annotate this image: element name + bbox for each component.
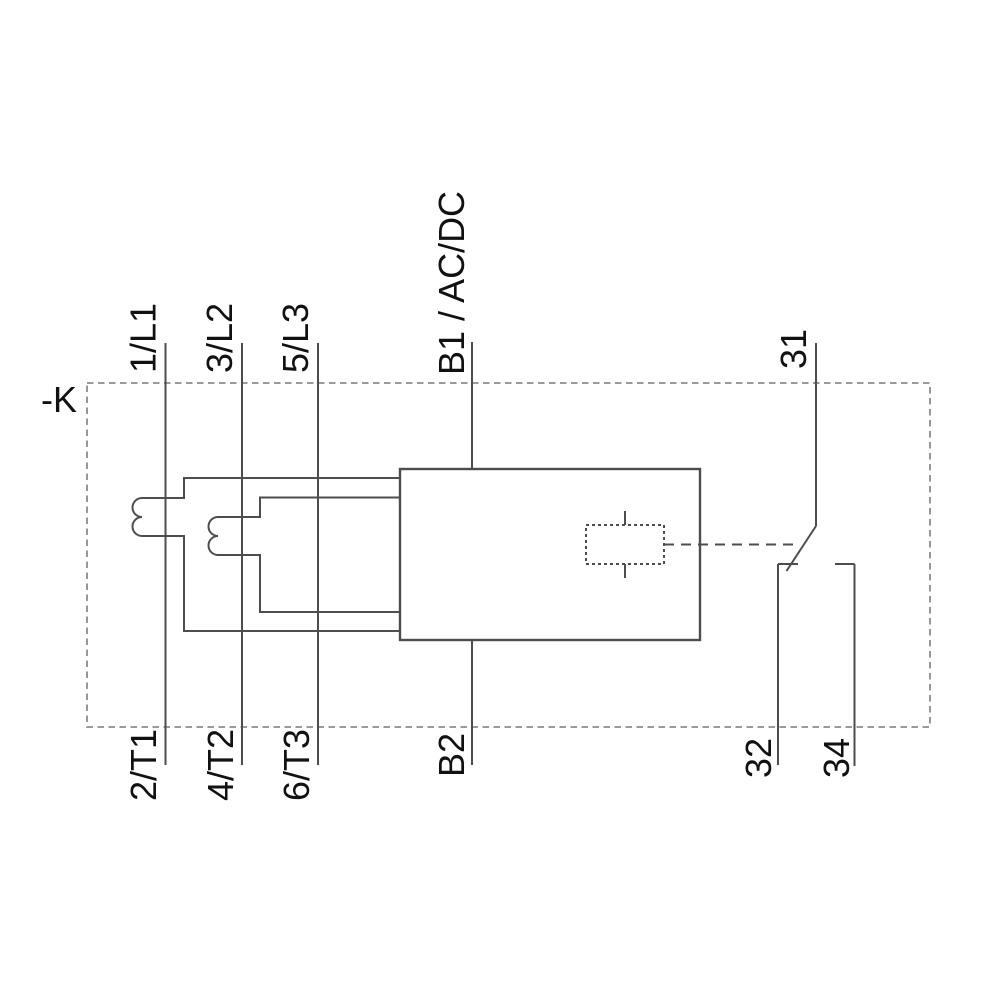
terminal-label-5l3: 5/L3 [275,303,316,373]
terminal-label-31: 31 [773,329,814,369]
aux-contact [777,343,856,766]
terminal-label-32: 32 [738,738,779,778]
terminal-label-1l1: 1/L1 [123,303,164,373]
current-sensor-loop-l1 [131,477,400,632]
relay-coil-dotted-box [585,524,665,565]
relay-body [398,467,702,642]
labels: -K 1/L1 3/L2 5/L3 B1 / AC/DC 31 2/T1 4/T… [41,191,857,801]
terminal-label-b1: B1 / AC/DC [431,191,472,375]
terminal-label-34: 34 [816,738,857,778]
terminal-label-b2: B2 [431,733,472,777]
device-boundary-dashed-box [86,382,931,728]
current-sensor-loop-l2 [207,496,400,613]
device-tag-label: -K [41,379,77,420]
terminal-label-4t2: 4/T2 [200,729,241,801]
terminal-label-3l2: 3/L2 [199,303,240,373]
relay-coil [585,511,800,578]
terminal-label-6t3: 6/T3 [276,729,317,801]
terminal-label-2t1: 2/T1 [123,729,164,801]
